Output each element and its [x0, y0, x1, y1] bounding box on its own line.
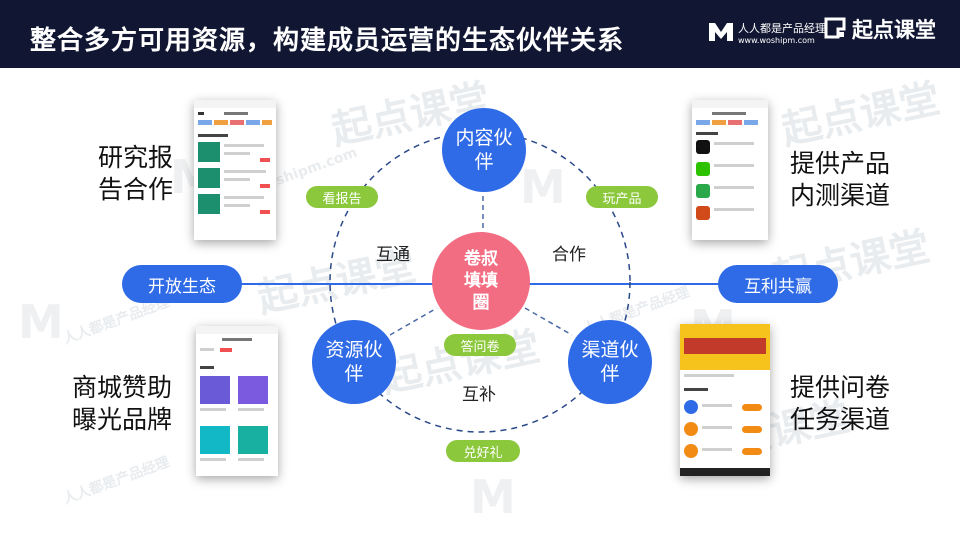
side-text-survey-channel: 提供问卷 任务渠道	[790, 372, 890, 436]
relation-complement: 互补	[462, 385, 496, 405]
page-title: 整合多方可用资源，构建成员运营的生态伙伴关系	[30, 26, 625, 56]
phone-screenshot-mall	[196, 326, 278, 476]
relation-cooperate: 合作	[552, 245, 586, 265]
side-line: 提供问卷	[790, 373, 891, 402]
pill-open-ecosystem: 开放生态	[122, 265, 242, 303]
pill-mutual-benefit: 互利共赢	[718, 265, 838, 303]
relation-interconnect: 互通	[376, 245, 410, 265]
side-text-product-test: 提供产品 内测渠道	[790, 148, 890, 212]
side-line: 研究报	[98, 143, 174, 172]
spoke-right	[524, 307, 573, 336]
side-line: 内测渠道	[790, 181, 891, 210]
node-resource-partner: 资源伙伴	[312, 320, 396, 404]
logo2-name: 起点课堂	[852, 18, 936, 42]
side-line: 提供产品	[790, 149, 891, 178]
side-line: 任务渠道	[790, 405, 891, 434]
label-read-report: 看报告	[306, 186, 378, 208]
label-redeem-gift: 兑好礼	[446, 440, 520, 462]
woshipm-logo: 人人都是产品经理 www.woshipm.com	[708, 14, 826, 54]
node-resource-label: 资源伙伴	[325, 339, 383, 385]
app-icon	[696, 140, 710, 154]
phone-screenshot-survey-tasks	[680, 324, 770, 476]
side-line: 商城赞助	[72, 373, 173, 402]
node-channel-partner: 渠道伙伴	[568, 320, 652, 404]
side-text-research: 研究报 告合作	[98, 142, 173, 206]
app-icon	[696, 206, 710, 220]
node-content-label: 内容伙伴	[455, 127, 513, 173]
node-content-partner: 内容伙伴	[442, 108, 526, 192]
side-line: 曝光品牌	[72, 405, 173, 434]
side-line: 告合作	[98, 175, 174, 204]
header-bar: 整合多方可用资源，构建成员运营的生态伙伴关系 人人都是产品经理 www.wosh…	[0, 0, 960, 68]
app-icon	[696, 162, 710, 176]
center-node: 卷叔填填圈	[432, 232, 530, 330]
center-label: 卷叔填填圈	[464, 249, 498, 313]
phone-screenshot-reports	[194, 100, 276, 240]
logo1-url: www.woshipm.com	[738, 36, 815, 45]
node-channel-label: 渠道伙伴	[581, 339, 639, 385]
side-text-mall-sponsor: 商城赞助 曝光品牌	[72, 372, 172, 436]
phone-screenshot-products	[692, 100, 768, 240]
label-answer-survey: 答问卷	[444, 334, 516, 356]
spoke-left	[389, 307, 438, 336]
label-play-product: 玩产品	[586, 186, 658, 208]
logo1-name: 人人都是产品经理	[738, 22, 826, 35]
app-icon	[696, 184, 710, 198]
m-logo-icon	[709, 23, 733, 41]
qidian-mark-icon	[824, 17, 846, 39]
